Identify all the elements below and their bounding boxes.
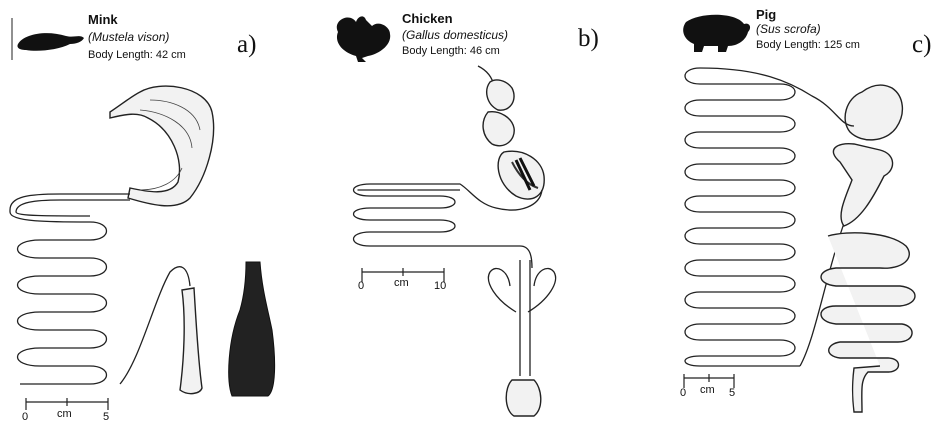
scale-end-label: 5 (103, 411, 109, 423)
mink-small-intestine (10, 194, 130, 384)
chicken-diagram (320, 0, 620, 430)
mink-stomach (110, 86, 214, 206)
pig-icon (683, 15, 750, 52)
scale-unit-label: cm (700, 384, 715, 396)
panel-letter: b) (578, 26, 599, 52)
scale-unit-label: cm (394, 277, 409, 289)
species-name: Mink (88, 13, 118, 27)
scale-end-label: 10 (434, 280, 446, 292)
pig-spiral-colon (821, 233, 915, 412)
chicken-small-intestine (354, 184, 543, 268)
scale-start-label: 0 (22, 411, 28, 423)
body-length: Body Length: 42 cm (88, 49, 186, 61)
species-name: Chicken (402, 12, 453, 26)
scale-end-label: 5 (729, 387, 735, 399)
chicken-proventriculus (483, 112, 514, 146)
pig-cecum (833, 144, 892, 226)
chicken-crop (478, 66, 514, 110)
latin-name: (Sus scrofa) (756, 23, 821, 36)
body-length: Body Length: 46 cm (402, 45, 500, 57)
scale-start-label: 0 (680, 387, 686, 399)
chicken-large-intestine (520, 260, 530, 376)
panel-letter: c) (912, 32, 931, 58)
chicken-ceca (488, 268, 555, 312)
mink-icon (17, 33, 84, 51)
pig-diagram (640, 0, 941, 430)
species-name: Pig (756, 8, 776, 22)
panel-letter: a) (237, 32, 256, 58)
panel-mink: Mink (Mustela vison) Body Length: 42 cm … (0, 0, 290, 430)
mink-diagram (0, 0, 290, 430)
mink-rectum (229, 262, 275, 396)
scale-unit-label: cm (57, 408, 72, 420)
panel-chicken: Chicken (Gallus domesticus) Body Length:… (320, 0, 620, 430)
chicken-icon (337, 16, 390, 62)
chicken-gizzard (498, 151, 544, 199)
chicken-cloaca (506, 380, 541, 416)
pig-stomach (700, 68, 902, 140)
mink-large-intestine (120, 267, 202, 394)
body-length: Body Length: 125 cm (756, 39, 860, 51)
latin-name: (Mustela vison) (88, 31, 169, 44)
latin-name: (Gallus domesticus) (402, 29, 508, 42)
scale-start-label: 0 (358, 280, 364, 292)
panel-pig: Pig (Sus scrofa) Body Length: 125 cm c) … (640, 0, 941, 430)
